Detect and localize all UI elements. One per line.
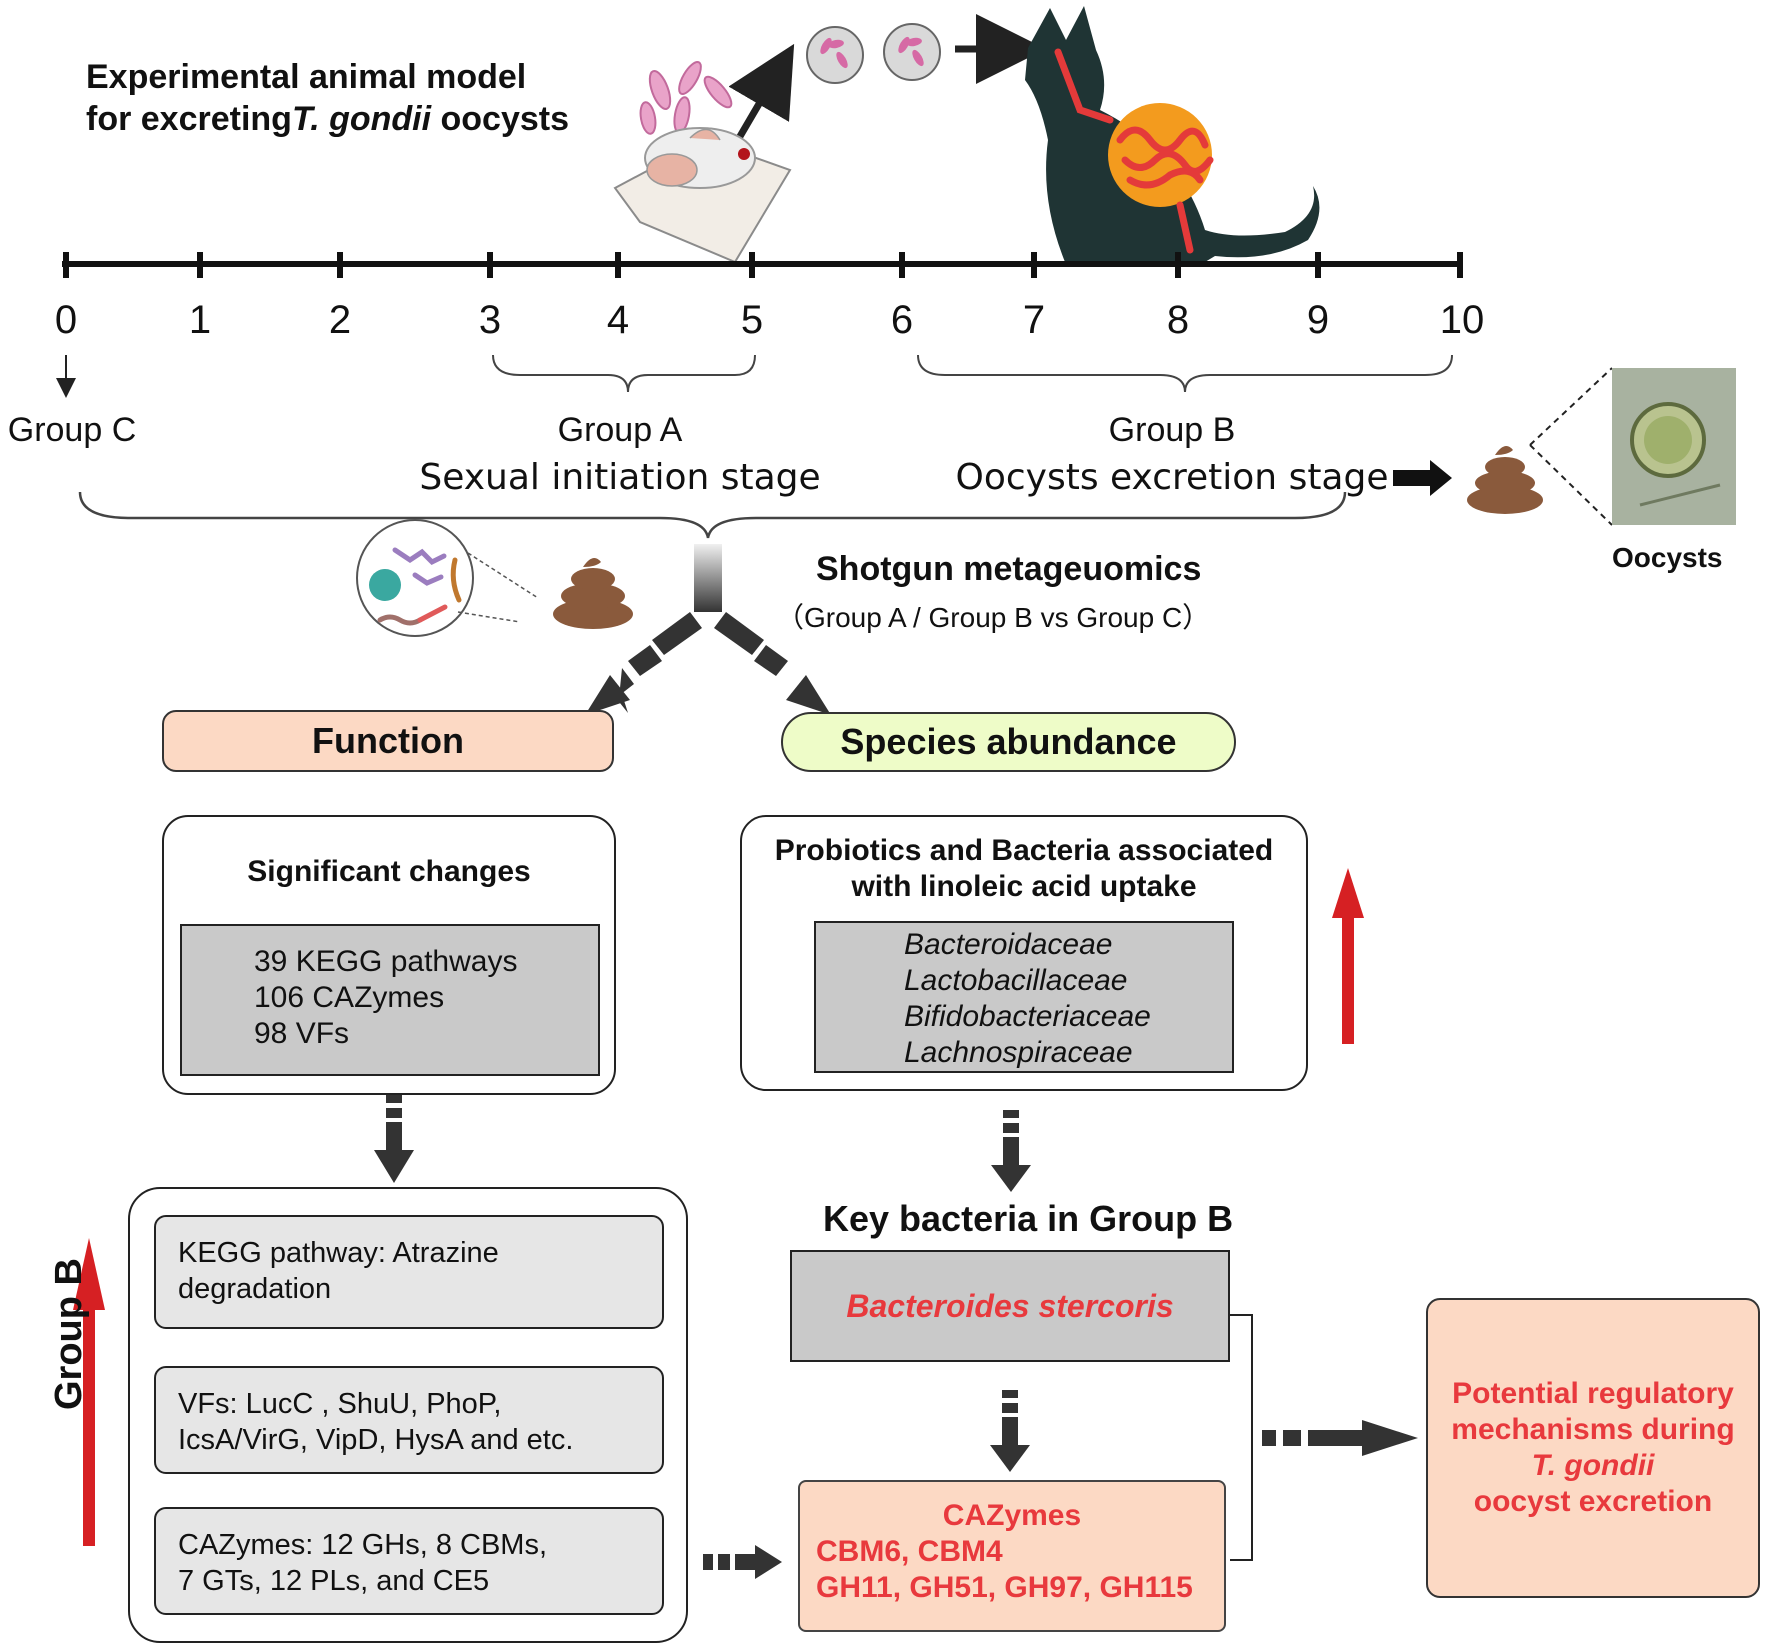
- cyst-icons: [806, 23, 941, 84]
- result-line-4: oocyst excretion: [1473, 1485, 1713, 1518]
- tick-label: 7: [1022, 298, 1046, 342]
- list-item: 106 CAZymes: [254, 981, 445, 1014]
- diagram-title: Experimental animal model for excretingT…: [86, 56, 569, 140]
- key-cazymes-line-1: CBM6, CBM4: [816, 1535, 1003, 1568]
- regulatory-mechanisms-box: Potential regulatory mechanisms during T…: [1426, 1298, 1760, 1598]
- tick-label: 5: [740, 298, 764, 342]
- species-header: Species abundance: [781, 712, 1236, 772]
- tick-label: 4: [606, 298, 630, 342]
- card-line: 7 GTs, 12 PLs, and CE5: [178, 1565, 490, 1597]
- significant-changes-panel: Significant changes 39 KEGG pathways 106…: [162, 815, 616, 1095]
- card-line: VFs: LucC , ShuU, PhoP,: [178, 1388, 502, 1420]
- bacteria-family-list: Bacteroidaceae Lactobacillaceae Bifidoba…: [814, 921, 1234, 1073]
- result-line-2: mechanisms during: [1451, 1413, 1735, 1446]
- tick-label: 3: [478, 298, 502, 342]
- function-header: Function: [162, 710, 614, 772]
- mouse-icon: [613, 127, 792, 264]
- tick-label: 2: [328, 298, 352, 342]
- card-line: CAZymes: 12 GHs, 8 CBMs,: [178, 1529, 548, 1561]
- probiotics-panel: Probiotics and Bacteria associated with …: [740, 815, 1308, 1091]
- oocyst-micrograph: [1529, 367, 1736, 526]
- feces-icon: [1467, 446, 1543, 514]
- cat-icon: [1025, 6, 1320, 262]
- vfs-card: VFs: LucC , ShuU, PhoP, IcsA/VirG, VipD,…: [154, 1366, 664, 1474]
- title-line-2-prefix: for excreting: [86, 100, 292, 138]
- probiotics-title-line-1: Probiotics and Bacteria associated: [774, 834, 1274, 867]
- split-stem: [694, 544, 722, 612]
- card-line: degradation: [178, 1273, 332, 1305]
- card-line: IcsA/VirG, VipD, HysA and etc.: [178, 1424, 574, 1456]
- group-a-name: Group A: [557, 411, 683, 449]
- split-arrow-right: [714, 612, 831, 715]
- tick-label: 6: [890, 298, 914, 342]
- group-a-stage: Sexual initiation stage: [419, 457, 821, 498]
- title-line-2-suffix: oocysts: [431, 100, 570, 138]
- list-item: Lachnospiraceae: [904, 1036, 1133, 1069]
- excretion-arrow: [1393, 460, 1452, 496]
- title-line-1: Experimental animal model: [86, 58, 527, 96]
- arrow-function-down: [374, 1095, 414, 1183]
- list-item: 98 VFs: [254, 1017, 350, 1050]
- split-arrow-left: [585, 612, 702, 715]
- feces-icon-sample: [553, 558, 633, 629]
- tick-label: 0: [54, 298, 78, 342]
- arrow-key-down: [990, 1390, 1030, 1472]
- tick-label: 8: [1166, 298, 1190, 342]
- kegg-pathway-card: KEGG pathway: Atrazine degradation: [154, 1215, 664, 1329]
- group-b-function-panel: KEGG pathway: Atrazine degradation VFs: …: [128, 1187, 688, 1643]
- probiotics-title: Probiotics and Bacteria associated with …: [742, 833, 1306, 905]
- list-item: 39 KEGG pathways: [254, 945, 518, 978]
- tick-label: 10: [1439, 298, 1485, 342]
- significant-changes-list: 39 KEGG pathways 106 CAZymes 98 VFs: [180, 924, 600, 1076]
- group-b-stage: Oocysts excretion stage: [955, 457, 1389, 498]
- arrow-to-result: [1262, 1420, 1418, 1456]
- key-species-box: Bacteroides stercoris: [790, 1250, 1230, 1362]
- group-a-brace: [492, 354, 756, 393]
- result-line-1: Potential regulatory: [1452, 1377, 1734, 1410]
- group-c-label: Group C: [7, 411, 137, 449]
- title-line-2: for excretingT. gondii oocysts: [86, 98, 569, 140]
- arrow-to-cazymes: [703, 1545, 782, 1579]
- group-b-name: Group B: [1108, 411, 1236, 449]
- result-line-3: T. gondii: [1531, 1449, 1655, 1482]
- group-b-brace: [917, 354, 1453, 393]
- microbiome-icon: [356, 519, 539, 637]
- group-a-label: Group A Sexual initiation stage: [419, 406, 820, 502]
- shotgun-title: Shotgun metageuomics: [816, 550, 1202, 588]
- oocysts-label: Oocysts: [1612, 542, 1723, 573]
- card-line: KEGG pathway: Atrazine: [178, 1237, 499, 1269]
- tick-label: 1: [188, 298, 212, 342]
- key-cazymes-title: CAZymes: [942, 1499, 1082, 1532]
- all-groups-brace: [78, 491, 1347, 539]
- key-cazymes-line-2: GH11, GH51, GH97, GH115: [816, 1571, 1193, 1604]
- list-item: Lactobacillaceae: [904, 964, 1128, 997]
- shotgun-subtitle: （Group A / Group B vs Group C）: [776, 602, 1211, 633]
- arrow-species-down: [991, 1110, 1031, 1192]
- list-item: Bifidobacteriaceae: [904, 1000, 1151, 1033]
- timeline: [62, 252, 1463, 278]
- result-bracket: [1230, 1314, 1253, 1561]
- group-b-vertical-label: Group B: [48, 1258, 90, 1410]
- title-line-2-species: T. gondii: [291, 100, 432, 138]
- significant-changes-title: Significant changes: [247, 855, 531, 888]
- probiotics-title-line-2: with linoleic acid uptake: [851, 870, 1197, 903]
- key-bacteria-title: Key bacteria in Group B: [823, 1198, 1234, 1239]
- increase-arrow-species: [1332, 868, 1364, 1044]
- cazymes-card: CAZymes: 12 GHs, 8 CBMs, 7 GTs, 12 PLs, …: [154, 1507, 664, 1615]
- parasite-icons: [639, 61, 733, 135]
- tick-label: 9: [1306, 298, 1330, 342]
- increase-arrow-group-b: [73, 1238, 105, 1546]
- list-item: Bacteroidaceae: [904, 928, 1113, 961]
- key-cazymes-box: CAZymes CBM6, CBM4 GH11, GH51, GH97, GH1…: [798, 1480, 1226, 1632]
- group-b-label: Group B Oocysts excretion stage: [955, 406, 1388, 502]
